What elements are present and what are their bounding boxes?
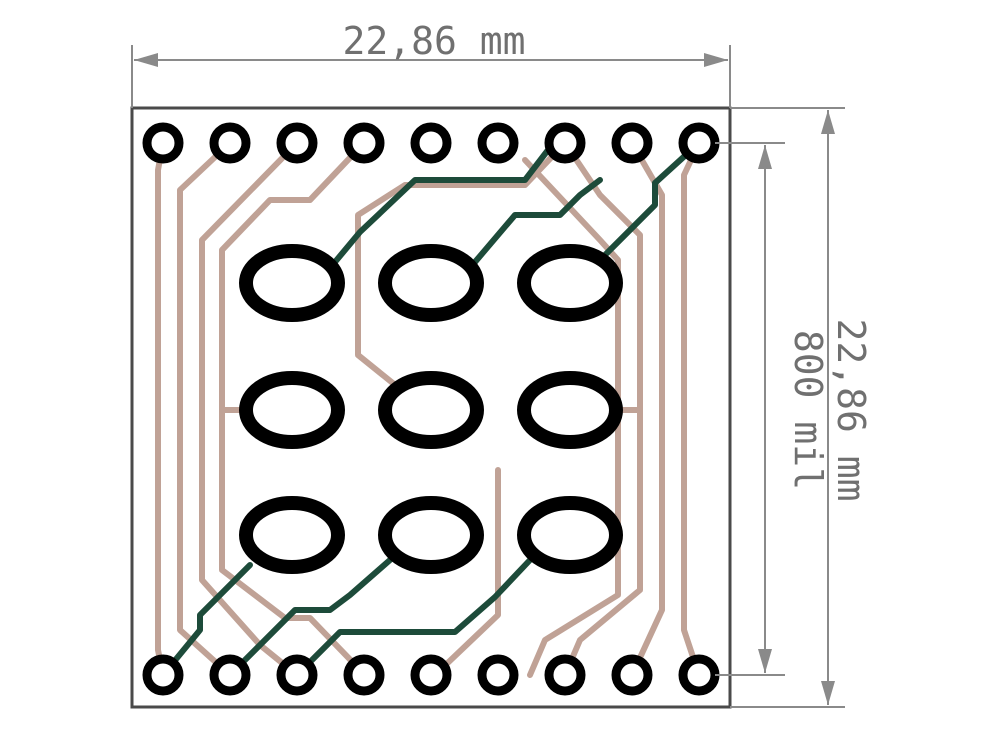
oval-pad — [378, 371, 484, 449]
bottom-pin — [410, 654, 452, 696]
width-dimension-label: 22,86 mm — [342, 19, 525, 63]
bottom-layer-traces — [160, 140, 702, 678]
oval-pad — [517, 244, 623, 322]
width-dimension — [131, 45, 731, 108]
height-dimension — [730, 107, 845, 708]
oval-pad-grid — [239, 244, 623, 574]
top-pin — [477, 122, 519, 164]
bottom-pin — [611, 654, 653, 696]
oval-pad — [378, 244, 484, 322]
oval-pad — [517, 496, 623, 574]
bottom-pin-row — [142, 654, 720, 696]
top-pin — [209, 122, 251, 164]
bottom-pin — [276, 654, 318, 696]
pitch-dimension — [715, 142, 785, 676]
top-pin — [410, 122, 452, 164]
top-pin — [142, 122, 184, 164]
top-pin — [276, 122, 318, 164]
oval-pad — [378, 496, 484, 574]
top-pin — [678, 122, 720, 164]
bottom-pin — [544, 654, 586, 696]
bottom-pin — [678, 654, 720, 696]
height-dimension-label: 22,86 mm — [829, 318, 873, 501]
top-pin-row — [142, 122, 720, 164]
bottom-pin — [343, 654, 385, 696]
top-pin — [343, 122, 385, 164]
oval-pad — [517, 371, 623, 449]
oval-pad — [239, 371, 345, 449]
pitch-dimension-label: 800 mil — [786, 330, 830, 490]
bottom-pin — [142, 654, 184, 696]
bottom-pin — [209, 654, 251, 696]
oval-pad — [239, 496, 345, 574]
oval-pad — [239, 244, 345, 322]
top-pin — [544, 122, 586, 164]
top-pin — [611, 122, 653, 164]
bottom-pin — [477, 654, 519, 696]
